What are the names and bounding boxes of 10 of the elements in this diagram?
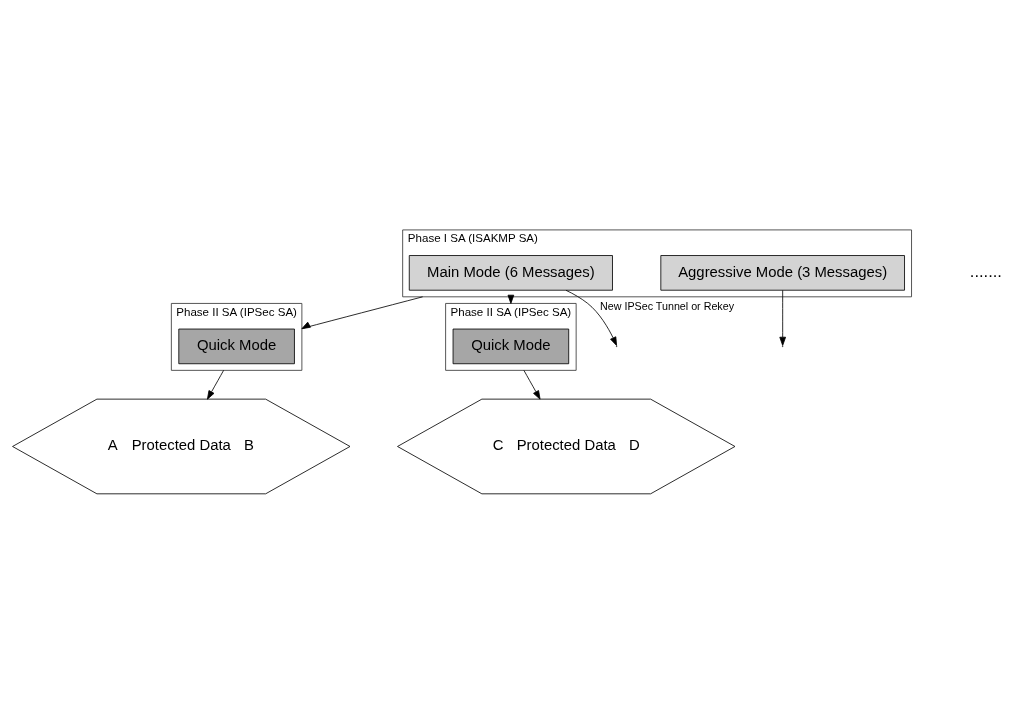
label: ....... bbox=[969, 262, 1002, 281]
arrow bbox=[779, 289, 786, 346]
node-box: Aggressive Mode (3 Messages) bbox=[660, 255, 905, 291]
node-box: Quick Mode bbox=[178, 328, 295, 365]
arrow bbox=[301, 296, 424, 330]
node-box: Quick Mode bbox=[452, 328, 570, 365]
edge-label: New IPSec Tunnel or Rekey bbox=[600, 299, 735, 312]
node-box: Main Mode (6 Messages) bbox=[408, 255, 613, 291]
arrow bbox=[523, 369, 541, 400]
arrow bbox=[207, 369, 225, 400]
